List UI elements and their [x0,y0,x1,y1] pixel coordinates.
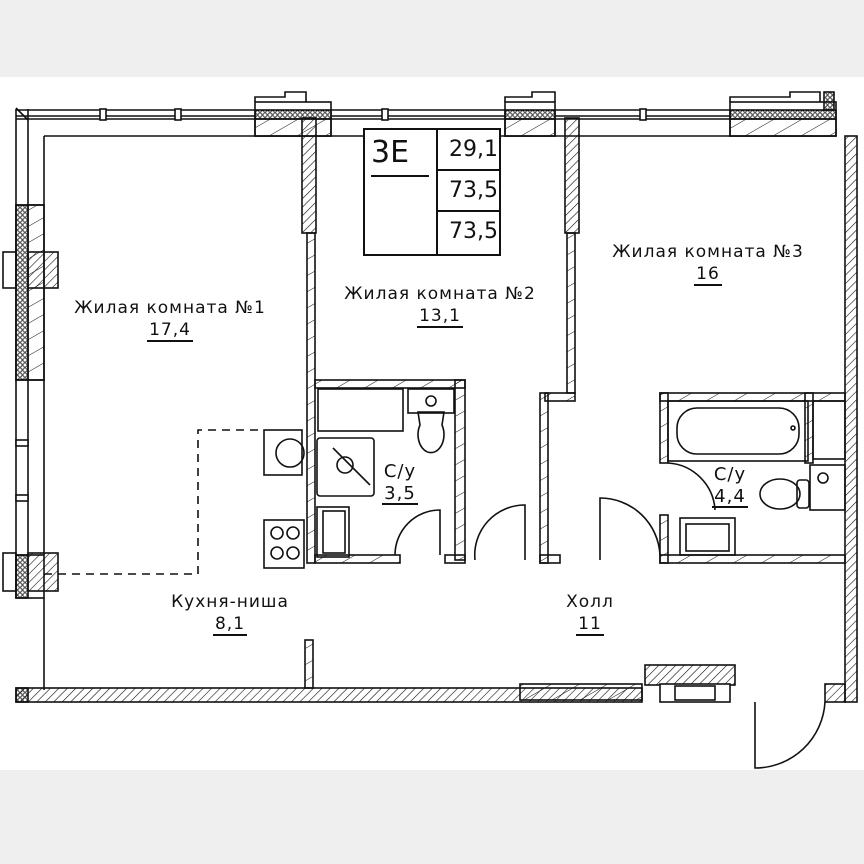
room-label-bath1: С/у 3,5 [370,461,430,505]
bottom-wall [15,664,846,703]
room-area: 16 [694,264,722,286]
room-label-room1: Жилая комната №1 17,4 [55,297,285,342]
floor-plan-drawing [2,91,858,769]
room-name: Жилая комната №1 [74,298,266,318]
room-name: С/у [713,464,747,485]
living-area: 29,1 [438,130,501,171]
room-label-bath2: С/у 4,4 [700,464,760,508]
room-name: Жилая комната №3 [612,242,804,262]
room-area: 13,1 [417,306,463,328]
room-area: 11 [576,614,604,636]
total-area: 73,5 [438,171,501,212]
room-label-hall: Холл 11 [550,591,630,636]
room-label-room2: Жилая комната №2 13,1 [315,283,565,328]
apartment-stamp: 3E 29,1 73,5 73,5 [363,128,501,256]
room-name: Кухня-ниша [171,592,289,612]
top-wall-piers [254,91,837,137]
floor-plan: Жилая комната №1 17,4 Жилая комната №2 1… [0,77,864,770]
room-area: 17,4 [147,320,193,342]
right-wall [844,135,858,703]
room-area: 4,4 [712,486,748,508]
code-underline [371,175,429,177]
left-wall-piers [2,204,59,599]
area-values: 29,1 73,5 73,5 [436,130,501,254]
room-area: 3,5 [382,483,418,505]
room-label-kitchen: Кухня-ниша 8,1 [140,591,320,636]
room-area: 8,1 [212,614,248,636]
room-name: Холл [566,592,614,612]
room-name: Жилая комната №2 [344,284,536,304]
room-name: С/у [383,461,417,482]
total-area-with-balcony: 73,5 [449,219,498,244]
apartment-code: 3E [371,135,410,170]
room-label-room3: Жилая комната №3 16 [583,241,833,286]
